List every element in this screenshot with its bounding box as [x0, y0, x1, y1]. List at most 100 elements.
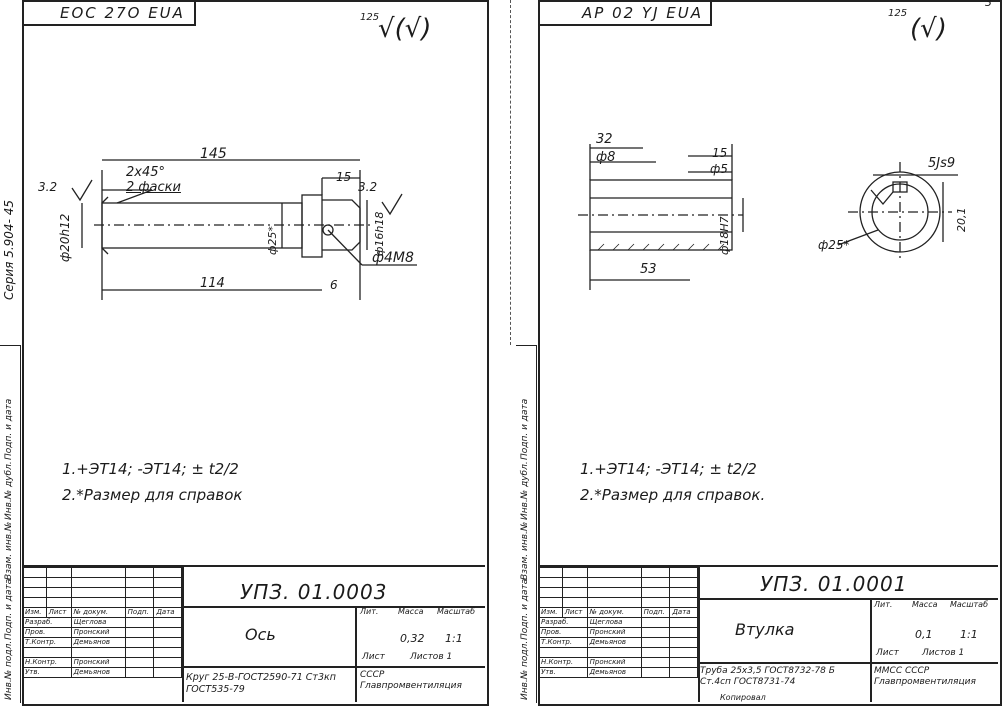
- left-part-name: Ось: [245, 625, 276, 644]
- left-title-block: [22, 565, 485, 704]
- left-mass-label: Масса: [398, 607, 424, 616]
- right-scale-label: Масштаб: [950, 600, 989, 609]
- right-hdr-doc: № докум.: [586, 607, 642, 618]
- right-role-1: Разраб.: [538, 617, 588, 628]
- right-side-label-2: Подп. и дата: [520, 578, 530, 640]
- page-number: 3: [985, 0, 992, 9]
- right-dim-bore: ф18H7: [718, 216, 731, 255]
- right-side-label-1: Инв.№ подл.: [520, 640, 530, 700]
- right-note-1: 1.+ЭТ14; -ЭТ14; ± t2/2: [580, 460, 757, 478]
- center-crease: [510, 0, 511, 345]
- right-material-sep: [698, 662, 998, 664]
- left-person-4: Пронский: [70, 657, 126, 668]
- left-rough-left: 3.2: [38, 180, 58, 194]
- right-margin-strip: [516, 345, 537, 703]
- right-sheets-label: Листов 1: [922, 648, 965, 658]
- right-stamp-box: [538, 0, 712, 26]
- right-side-label-4: Инв.№ дубл.: [520, 461, 530, 520]
- left-person-3: Демьянов: [70, 637, 126, 648]
- left-person-5: Демьянов: [70, 667, 126, 678]
- left-material-sep: [182, 666, 485, 668]
- right-doc-number: УПЗ. 01.0001: [760, 572, 908, 596]
- right-doc-sep: [698, 598, 998, 600]
- left-hdr-izm: Изм.: [22, 607, 47, 618]
- left-scale: 1:1: [445, 632, 463, 645]
- right-mass-label: Масса: [912, 600, 938, 609]
- right-hdr-sign: Подп.: [640, 607, 671, 618]
- left-material: Круг 25-В-ГОСТ2590-71 Ст3кп ГОСТ535-79: [186, 672, 336, 695]
- left-dim-right-len: 15: [336, 170, 352, 184]
- right-side-label-3: Взам. инв.№: [520, 521, 530, 580]
- left-hdr-doc: № докум.: [70, 607, 126, 618]
- left-stamp-box: [22, 0, 196, 26]
- left-side-label-2: Подп. и дата: [4, 578, 14, 640]
- right-mass: 0,1: [915, 628, 933, 641]
- left-side-label-4: Инв.№ дубл.: [4, 461, 14, 520]
- right-role-2: Пров.: [538, 627, 588, 638]
- left-note-1: 1.+ЭТ14; -ЭТ14; ± t2/2: [62, 460, 239, 478]
- right-person-4: Пронский: [586, 657, 642, 668]
- right-scale: 1:1: [960, 628, 978, 641]
- left-rough-right: 3.2: [358, 180, 378, 194]
- left-role-3: Т.Контр.: [22, 637, 72, 648]
- right-person-3: Демьянов: [586, 637, 642, 648]
- right-role-4: Н.Контр.: [538, 657, 588, 668]
- left-dim-small: 6: [330, 278, 338, 292]
- right-dim-key: 5Js9: [928, 156, 956, 171]
- right-sheet-label: Лист: [876, 648, 899, 658]
- right-lit-label: Лит.: [874, 600, 893, 609]
- right-name-sep: [870, 598, 872, 702]
- right-dim-32: 32: [596, 132, 613, 147]
- left-dim-length: 114: [200, 276, 225, 291]
- right-person-2: Пронский: [586, 627, 642, 638]
- left-title-main: [182, 567, 487, 702]
- left-note-2: 2.*Размер для справок: [62, 486, 243, 504]
- right-title-block: [538, 565, 998, 704]
- left-doc-sep: [182, 606, 485, 608]
- left-side-label-1: Инв.№ подл.: [4, 640, 14, 700]
- right-dim-5: ф5: [710, 162, 728, 176]
- left-person-1: Щеглова: [70, 617, 126, 628]
- left-lit-label: Лит.: [360, 607, 379, 616]
- left-roughness-value: 125: [360, 12, 380, 23]
- right-hdr-list: Лист: [561, 607, 588, 618]
- right-dim-15: 15: [712, 146, 728, 160]
- right-dim-201: 20,1: [955, 207, 968, 233]
- right-part-name: Втулка: [735, 620, 795, 639]
- left-dim-left-dia: ф20h12: [58, 213, 72, 262]
- left-role-2: Пров.: [22, 627, 72, 638]
- right-bushing-drawing: [578, 144, 958, 290]
- right-roughness-value: 125: [888, 8, 908, 19]
- left-margin-strip: [0, 345, 21, 703]
- left-dim-thread: ф4M8: [372, 250, 414, 266]
- left-name-sep: [355, 606, 357, 702]
- right-person-1: Щеглова: [586, 617, 642, 628]
- left-hdr-sign: Подп.: [124, 607, 155, 618]
- right-org: ММСС СССР Главпромвентиляция: [874, 666, 976, 687]
- left-role-4: Н.Контр.: [22, 657, 72, 668]
- left-series-label: Серия 5.904- 45: [2, 200, 16, 300]
- left-role-1: Разраб.: [22, 617, 72, 628]
- right-title-main: [698, 567, 1000, 702]
- left-scale-label: Масштаб: [437, 607, 476, 616]
- left-role-5: Утв.: [22, 667, 72, 678]
- left-side-label-3: Взам. инв.№: [4, 521, 14, 580]
- right-material: Труба 25x3,5 ГОСТ8732-78 Б Ст.4сп ГОСТ87…: [700, 666, 835, 687]
- left-dim-chamfer: 2x45°: [126, 165, 166, 180]
- right-role-3: Т.Контр.: [538, 637, 588, 648]
- left-sheets-label: Листов 1: [410, 652, 453, 662]
- right-role-5: Утв.: [538, 667, 588, 678]
- left-doc-number: УПЗ. 01.0003: [240, 580, 388, 604]
- right-roughness-mark: (√): [910, 14, 947, 44]
- left-dim-chamfer-note: 2 фаски: [126, 180, 181, 195]
- right-dim-25: ф25*: [818, 238, 850, 252]
- right-stamp-text: AP 02 YJ EUA: [582, 4, 704, 22]
- right-hdr-date: Дата: [669, 607, 698, 618]
- left-hdr-date: Дата: [153, 607, 182, 618]
- left-shaft-drawing: [71, 159, 417, 300]
- left-roughness-mark: √(√): [378, 14, 432, 44]
- left-mass: 0,32: [400, 632, 425, 645]
- right-person-5: Демьянов: [586, 667, 642, 678]
